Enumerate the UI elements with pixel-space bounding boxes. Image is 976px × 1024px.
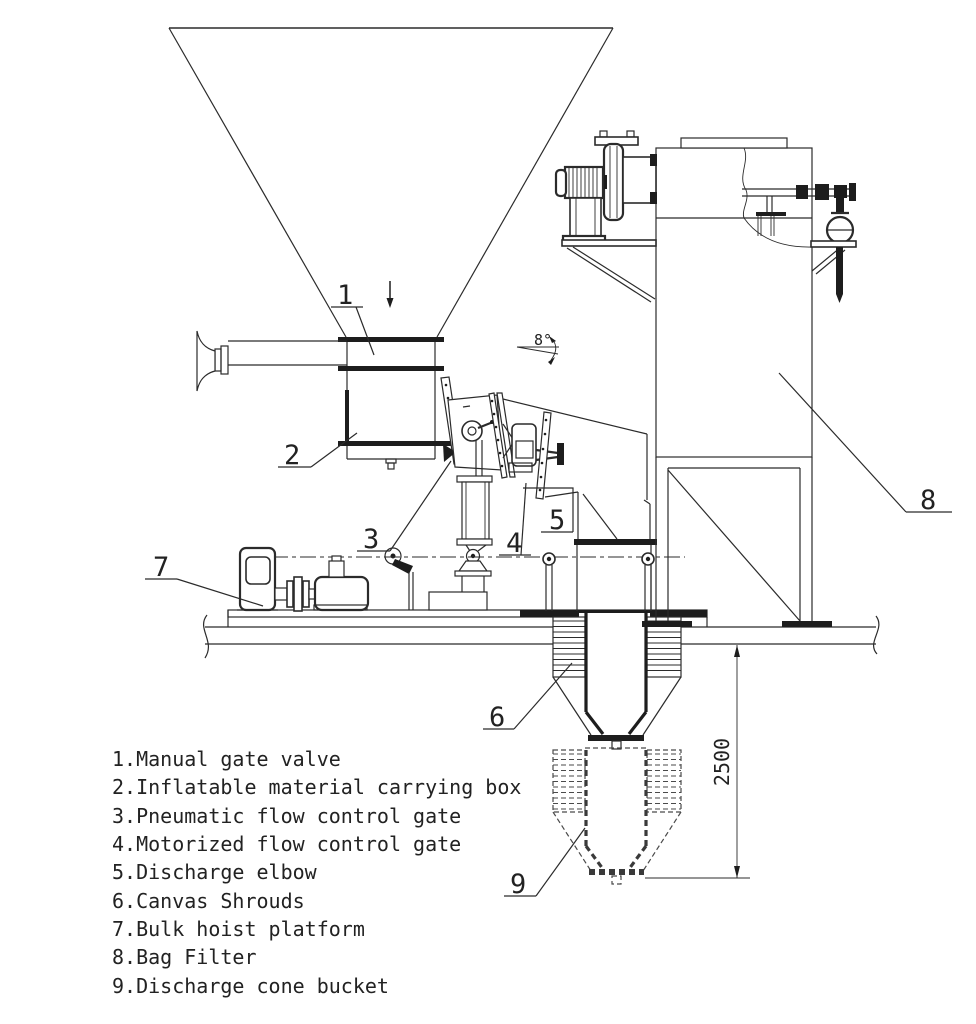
- bag-filter: [642, 137, 857, 627]
- flow-arrow-icon: [386, 281, 394, 308]
- hopper: [168, 27, 614, 338]
- legend: 1.Manual gate valve 2.Inflatable materia…: [112, 747, 521, 998]
- bag-filter-legs: [642, 457, 832, 627]
- callout-4: 4: [499, 482, 531, 559]
- callout-2: 2: [278, 432, 358, 471]
- break-line-right: [873, 615, 880, 655]
- bag-filter-hatch: [680, 137, 788, 149]
- callout-5: 5: [523, 487, 574, 536]
- callout-1: 1: [331, 280, 375, 356]
- angle-annotation: 8°: [516, 331, 559, 365]
- pneumatic-cylinder: [428, 440, 493, 611]
- callout-9: 9: [504, 827, 586, 900]
- callout-7-text: 7: [153, 552, 169, 583]
- callout-5-text: 5: [549, 505, 565, 536]
- legend-line-8: 8.Bag Filter: [112, 945, 257, 969]
- carrying-box: [338, 371, 452, 470]
- handwheel: [196, 330, 216, 392]
- callout-7: 7: [145, 552, 264, 607]
- callout-8-text: 8: [920, 485, 936, 516]
- platform-slab: [202, 614, 880, 659]
- callout-3-text: 3: [363, 524, 379, 555]
- drive-motor: [313, 555, 370, 612]
- manual-gate-valve: [196, 330, 444, 392]
- gate-pivot: [461, 420, 483, 442]
- gate-blade: [443, 444, 456, 462]
- gate-motor: [511, 423, 537, 467]
- gearbox: [237, 546, 278, 612]
- break-line-left: [202, 614, 210, 659]
- motorized-gate: [502, 411, 564, 500]
- dimension-2500-text: 2500: [710, 738, 734, 786]
- box-nipple: [385, 458, 397, 470]
- bag-filter-body: [655, 147, 813, 458]
- legend-line-6: 6.Canvas Shrouds: [112, 889, 305, 913]
- drop-pipe: [836, 247, 843, 303]
- angle-annotation-text: 8°: [534, 331, 552, 349]
- callout-4-text: 4: [506, 528, 522, 559]
- legend-line-5: 5.Discharge elbow: [112, 860, 318, 884]
- callout-9-text: 9: [510, 869, 526, 900]
- coupling: [274, 576, 317, 612]
- bag-filter-brace: [667, 469, 801, 622]
- canvas-shroud-upper: [552, 613, 682, 750]
- flange-plate-c: [496, 392, 516, 478]
- discharge-cone-bucket-extended: [552, 747, 682, 885]
- pneumatic-gate-assembly: [440, 376, 516, 479]
- valve-bracket: [810, 240, 857, 275]
- callout-6: 6: [483, 662, 573, 733]
- callout-6-text: 6: [489, 702, 505, 733]
- blower-shelf: [561, 239, 657, 247]
- callout-3: 3: [357, 460, 452, 555]
- legend-line-2: 2.Inflatable material carrying box: [112, 775, 521, 799]
- gate-stem: [214, 340, 347, 375]
- callout-1-text: 1: [337, 280, 353, 311]
- blower: [554, 130, 657, 303]
- legend-line-7: 7.Bulk hoist platform: [112, 917, 365, 941]
- legend-line-4: 4.Motorized flow control gate: [112, 832, 461, 856]
- blower-motor: [554, 165, 605, 200]
- callout-2-text: 2: [284, 440, 300, 471]
- legend-line-9: 9.Discharge cone bucket: [112, 974, 389, 998]
- legend-line-3: 3.Pneumatic flow control gate: [112, 804, 461, 828]
- legend-line-1: 1.Manual gate valve: [112, 747, 341, 771]
- cylinder-pedestal: [428, 591, 488, 611]
- callout-8: 8: [778, 372, 952, 516]
- flange-plate-d: [535, 411, 552, 500]
- lifting-eyebolts: [542, 552, 655, 611]
- bell-crank-linkage: [384, 547, 414, 610]
- discharge-elbow: [502, 398, 651, 540]
- breakout-wavy-line: [742, 147, 748, 219]
- dimension-2500: 2500: [645, 645, 750, 879]
